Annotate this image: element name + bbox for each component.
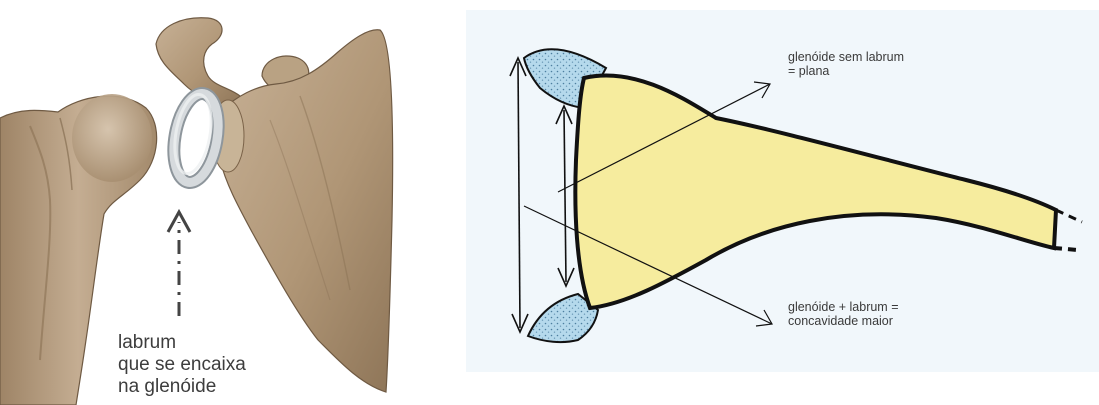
label-bottom-line-2: concavidade maior bbox=[788, 314, 899, 328]
labrum-ring bbox=[168, 90, 225, 186]
glenoid-schematic bbox=[466, 10, 1099, 372]
labrum-caption: labrum que se encaixa na glenóide bbox=[118, 332, 246, 398]
glenoid-schematic-diagram: glenóide sem labrum = plana glenóide + l… bbox=[466, 10, 1099, 372]
label-glenoid-without-labrum: glenóide sem labrum = plana bbox=[788, 50, 904, 78]
label-top-line-1: glenóide sem labrum bbox=[788, 50, 904, 64]
label-bottom-line-1: glenóide + labrum = bbox=[788, 300, 899, 314]
caption-line-3: na glenóide bbox=[118, 376, 246, 398]
caption-line-2: que se encaixa bbox=[118, 354, 246, 376]
label-top-line-2: = plana bbox=[788, 64, 904, 78]
label-glenoid-with-labrum: glenóide + labrum = concavidade maior bbox=[788, 300, 899, 328]
dashed-up-arrow bbox=[168, 212, 190, 316]
shoulder-anatomy-illustration: labrum que se encaixa na glenóide bbox=[0, 0, 400, 405]
caption-line-1: labrum bbox=[118, 332, 246, 354]
